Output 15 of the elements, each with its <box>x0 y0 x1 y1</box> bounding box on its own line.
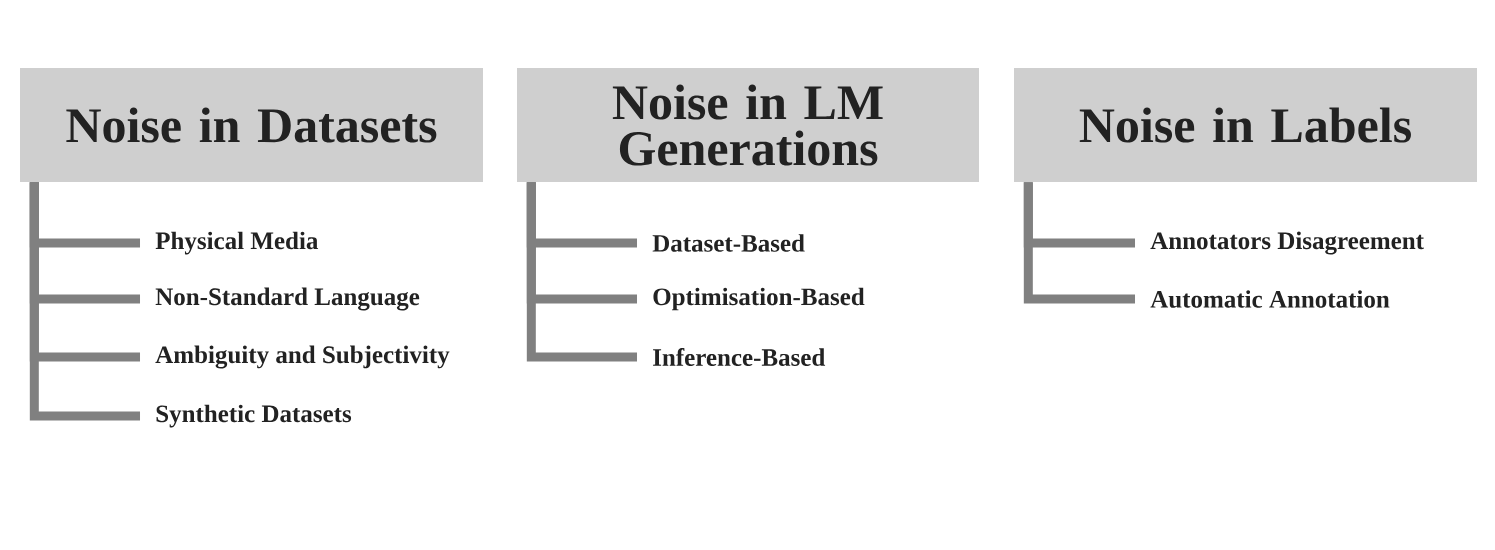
subcategory-label: Optimisation-Based <box>653 287 865 311</box>
subcategory-label: Dataset-Based <box>652 234 805 252</box>
subcategory-label: Synthetic Datasets <box>156 404 352 428</box>
subcategory-label: Physical Media <box>155 231 319 255</box>
subcategory-label: Inference-Based <box>653 348 826 366</box>
category-box: Noise in LM Generations <box>517 68 979 182</box>
tree-connector <box>29 182 140 421</box>
tree-connector <box>526 182 637 362</box>
subcategory-label: Annotators Disagreement <box>1150 231 1424 255</box>
tree-connector <box>1023 182 1135 304</box>
category-box: Noise in Labels <box>1014 68 1477 182</box>
category-box: Noise in Datasets <box>20 68 483 182</box>
subcategory-label: Automatic Annotation <box>1150 290 1390 308</box>
subcategory-label: Ambiguity and Subjectivity <box>155 345 450 369</box>
subcategory-label: Non-Standard Language <box>155 287 420 311</box>
